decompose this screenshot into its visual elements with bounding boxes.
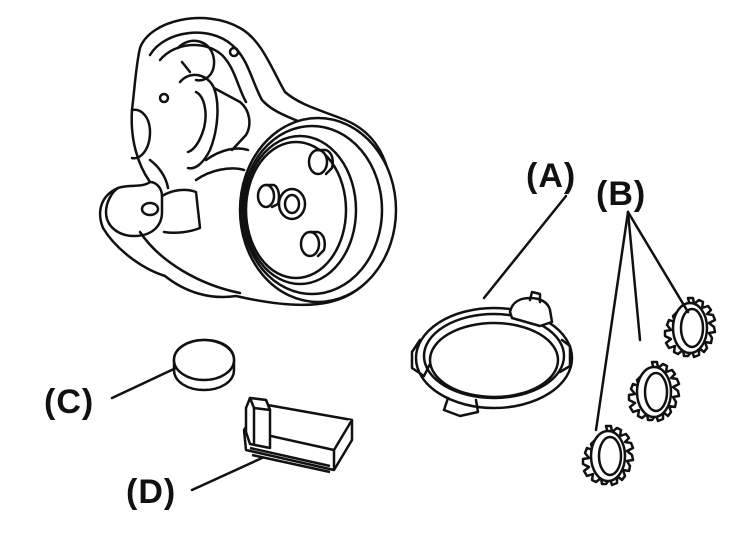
label-a: (A) <box>526 157 576 195</box>
leader-line-c <box>110 366 178 400</box>
label-c: (C) <box>44 383 94 421</box>
disc-drawing <box>172 338 236 392</box>
bracket-drawing <box>242 396 354 474</box>
leader-line-b2 <box>626 210 642 342</box>
leader-line-b3 <box>594 210 630 432</box>
label-d: (D) <box>126 473 176 511</box>
housing-drawing <box>98 16 398 307</box>
leader-line-b1 <box>626 210 690 314</box>
ring-drawing <box>410 290 574 418</box>
leader-line-a <box>482 194 568 300</box>
leader-line-d <box>190 456 264 492</box>
label-b: (B) <box>596 175 646 213</box>
leader-lines <box>110 194 690 492</box>
